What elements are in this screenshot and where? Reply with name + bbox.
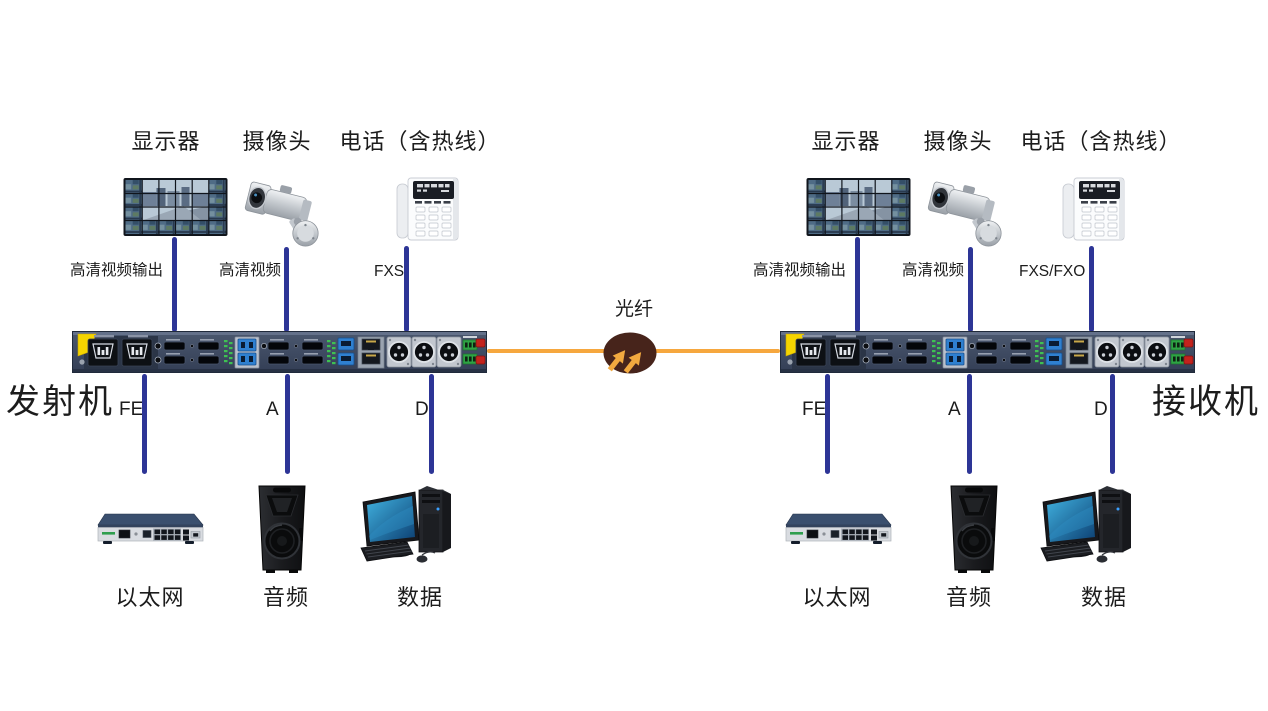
rx-video-wall-image	[806, 178, 911, 236]
tx-ethernet-switch-image	[95, 510, 207, 550]
tx-display-label: 显示器	[131, 129, 201, 154]
tx-d-port-label: D	[415, 399, 429, 420]
rx-phone-line	[1089, 246, 1094, 332]
tx-speaker-image	[253, 482, 311, 574]
rx-fe-port-label: FE	[802, 399, 827, 420]
rx-phone-image	[1062, 176, 1126, 244]
tx-fe-port-label: FE	[119, 399, 144, 420]
rx-d-port-label: D	[1094, 399, 1108, 420]
rx-camera-image	[926, 167, 1008, 251]
rx-fe-line	[825, 374, 830, 474]
tx-rack-device-image	[72, 331, 487, 373]
rx-display-line	[855, 237, 860, 332]
rx-hd-video-out-label: 高清视频输出	[753, 262, 847, 279]
rx-phone-label: 电话（含热线）	[1020, 129, 1182, 154]
tx-phone-image	[396, 176, 460, 244]
tx-display-line	[172, 237, 177, 332]
tx-camera-line	[284, 247, 289, 332]
tx-phone-label: 电话（含热线）	[339, 129, 501, 154]
fiber-icon	[602, 331, 658, 375]
tx-fxs-label: FXS	[374, 263, 405, 280]
tx-a-line	[285, 374, 290, 474]
rx-camera-line	[968, 247, 973, 332]
rx-rack-device-image	[780, 331, 1195, 373]
rx-station-name: 接收机	[1152, 383, 1260, 421]
tx-hd-video-label: 高清视频	[219, 262, 282, 279]
rx-ethernet-switch-image	[783, 510, 895, 550]
tx-audio-label: 音频	[262, 585, 310, 610]
rx-camera-label: 摄像头	[923, 129, 993, 154]
tx-ethernet-label: 以太网	[115, 585, 185, 610]
rx-ethernet-label: 以太网	[802, 585, 872, 610]
tx-hd-video-out-label: 高清视频输出	[70, 262, 164, 279]
rx-a-port-label: A	[948, 399, 961, 420]
tx-phone-line	[404, 246, 409, 332]
tx-data-label: 数据	[396, 585, 444, 610]
rx-hd-video-label: 高清视频	[902, 262, 965, 279]
rx-data-label: 数据	[1080, 585, 1128, 610]
rx-d-line	[1110, 374, 1115, 474]
tx-computer-image	[355, 484, 459, 566]
rx-audio-label: 音频	[945, 585, 993, 610]
tx-camera-image	[243, 167, 325, 251]
tx-camera-label: 摄像头	[242, 129, 312, 154]
rx-display-label: 显示器	[811, 129, 881, 154]
rx-a-line	[967, 374, 972, 474]
fiber-label: 光纤	[614, 299, 654, 320]
tx-fe-line	[142, 374, 147, 474]
rx-speaker-image	[945, 482, 1003, 574]
tx-d-line	[429, 374, 434, 474]
tx-station-name: 发射机	[6, 383, 114, 421]
tx-a-port-label: A	[266, 399, 279, 420]
rx-computer-image	[1035, 484, 1139, 566]
rx-fxs-fxo-label: FXS/FXO	[1019, 263, 1086, 280]
tx-video-wall-image	[123, 178, 228, 236]
